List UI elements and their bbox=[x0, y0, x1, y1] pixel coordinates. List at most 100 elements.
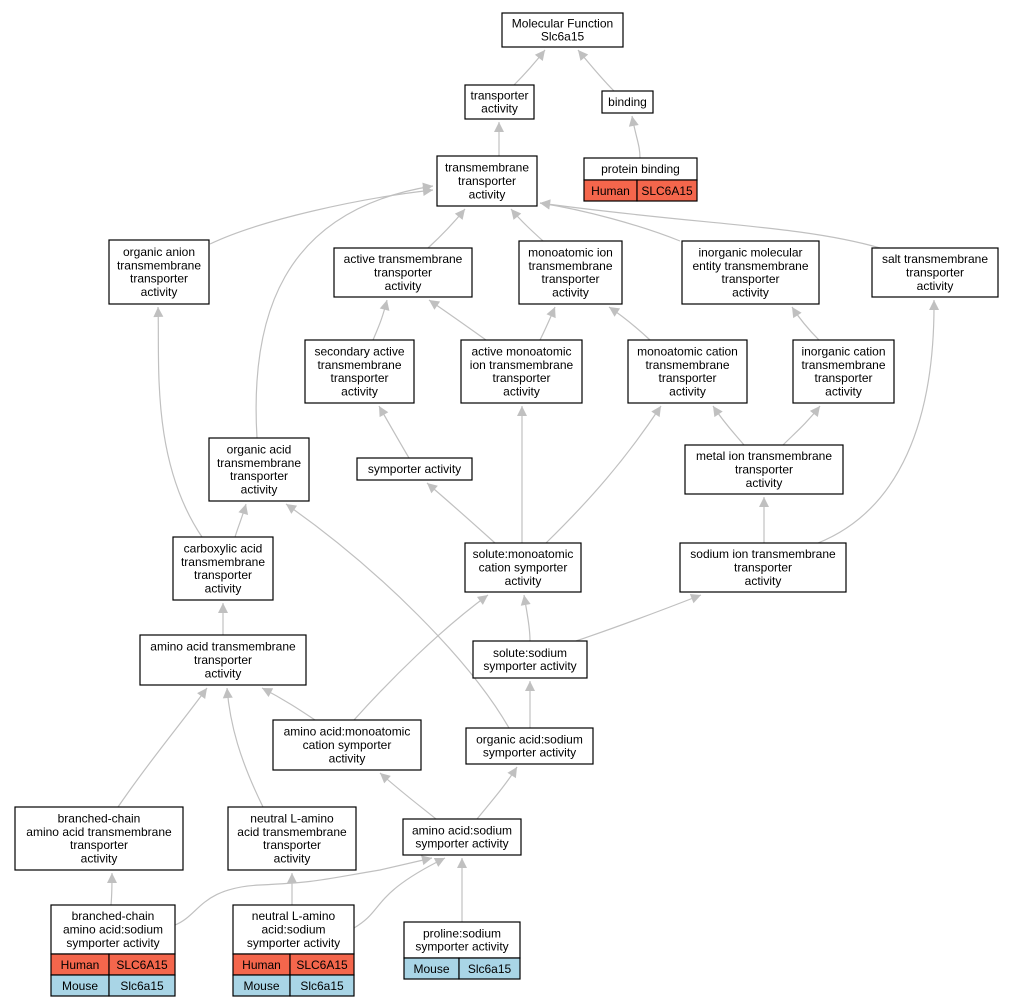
term-label-line: activity bbox=[385, 279, 422, 293]
term-node-monoatomic_ion_tm[interactable]: monoatomic iontransmembranetransporterac… bbox=[518, 240, 623, 305]
term-label-line: neutral L-amino bbox=[250, 811, 334, 825]
edge-inorganic_cation_tm-to-inorganic_molecular bbox=[791, 306, 820, 341]
term-box bbox=[402, 818, 522, 856]
term-node-secondary_active[interactable]: secondary activetransmembranetransporter… bbox=[304, 339, 415, 404]
term-label-line: activity bbox=[81, 852, 118, 866]
term-label-line: transporter bbox=[492, 371, 550, 385]
arrow-head bbox=[421, 855, 432, 866]
term-label-line: inorganic cation bbox=[801, 344, 885, 358]
edge-aa_sodium-to-aa_monoatomic_cation bbox=[379, 772, 437, 820]
species-name: Human bbox=[61, 958, 100, 972]
gene-symbol-cell bbox=[458, 957, 521, 980]
edge-line bbox=[817, 299, 935, 544]
term-node-inorganic_cation_tm[interactable]: inorganic cationtransmembranetransporter… bbox=[792, 339, 895, 404]
term-node-binding[interactable]: binding bbox=[601, 90, 654, 114]
term-label-line: carboxylic acid bbox=[184, 541, 263, 555]
term-box bbox=[208, 437, 310, 502]
term-label-line: symporter activity bbox=[415, 940, 508, 954]
arrow-head bbox=[525, 681, 535, 691]
term-box bbox=[792, 339, 895, 404]
term-node-organic_acid_tm[interactable]: organic acidtransmembranetransporteracti… bbox=[208, 437, 310, 502]
term-node-carboxylic_acid_tm[interactable]: carboxylic acidtransmembranetransportera… bbox=[172, 536, 274, 601]
arrow-head bbox=[494, 122, 504, 132]
arrow-head bbox=[540, 199, 551, 210]
arrow-head bbox=[379, 300, 390, 311]
term-node-sodium_ion_tm[interactable]: sodium ion transmembranetransporteractiv… bbox=[679, 542, 847, 593]
edge-line bbox=[426, 482, 496, 544]
nodes-layer: Molecular FunctionSlc6a15transporteracti… bbox=[14, 12, 999, 997]
edge-branched_chain_tm-to-amino_acid_tm bbox=[117, 687, 208, 808]
term-label-line: secondary active bbox=[314, 344, 404, 358]
gene-symbol-cell bbox=[289, 974, 355, 997]
term-label-line: ion transmembrane bbox=[470, 358, 574, 372]
term-label-line: Molecular Function bbox=[512, 16, 613, 30]
edge-line bbox=[285, 503, 510, 729]
arrow-head bbox=[107, 873, 117, 883]
term-node-amino_acid_tm[interactable]: amino acid transmembranetransporteractiv… bbox=[139, 634, 307, 686]
edge-transmembrane_transporter-to-transporter_activity bbox=[494, 122, 504, 156]
arrow-head bbox=[238, 504, 249, 515]
arrow-head bbox=[520, 595, 531, 606]
term-box bbox=[403, 921, 521, 959]
edge-monoatomic_ion_tm-to-transmembrane_transporter bbox=[510, 208, 544, 242]
term-label-line: activity bbox=[825, 385, 862, 399]
arrow-head bbox=[511, 209, 522, 220]
term-label-line: transporter bbox=[194, 568, 252, 582]
term-node-metal_ion_tm[interactable]: metal ion transmembranetransporteractivi… bbox=[684, 444, 844, 495]
term-box bbox=[172, 536, 274, 601]
term-label-line: activity bbox=[205, 666, 242, 680]
term-label-line: transmembrane bbox=[181, 555, 265, 569]
term-label-line: amino acid transmembrane bbox=[26, 825, 172, 839]
arrow-head bbox=[222, 688, 233, 699]
term-label-line: activity bbox=[329, 751, 366, 765]
term-label-line: activity bbox=[241, 483, 278, 497]
term-box bbox=[601, 90, 654, 114]
edge-branched_chain_sodium-to-branched_chain_tm bbox=[107, 872, 117, 906]
gene-symbol: Slc6a15 bbox=[300, 979, 344, 993]
edge-solute_monoatomic_cation-to-symporter_activity bbox=[426, 482, 496, 544]
term-node-organic_anion[interactable]: organic aniontransmembranetransporteract… bbox=[108, 239, 210, 305]
term-box bbox=[518, 240, 623, 305]
arrow-head bbox=[517, 406, 527, 416]
term-label-line: activity bbox=[469, 187, 506, 201]
gene-symbol-cell bbox=[108, 974, 176, 997]
term-label-line: symporter activity bbox=[415, 837, 508, 851]
edge-line bbox=[157, 306, 203, 538]
arrow-head bbox=[651, 406, 661, 418]
arrow-head bbox=[197, 688, 207, 700]
term-label-line: binding bbox=[608, 95, 647, 109]
edge-carboxylic_acid_tm-to-organic_anion bbox=[153, 306, 203, 538]
term-label-line: activity bbox=[503, 385, 540, 399]
term-label-line: amino acid:sodium bbox=[63, 923, 163, 937]
term-label-line: activity bbox=[274, 852, 311, 866]
term-label-line: organic acid bbox=[227, 442, 292, 456]
term-box bbox=[139, 634, 307, 686]
term-label-line: transporter bbox=[721, 272, 779, 286]
term-box bbox=[272, 719, 422, 771]
term-node-symporter_activity[interactable]: symporter activity bbox=[356, 457, 473, 481]
term-label-line: transmembrane bbox=[445, 161, 529, 175]
term-label-line: transporter bbox=[374, 266, 432, 280]
term-node-monoatomic_cation_tm[interactable]: monoatomic cationtransmembranetransporte… bbox=[627, 339, 748, 404]
